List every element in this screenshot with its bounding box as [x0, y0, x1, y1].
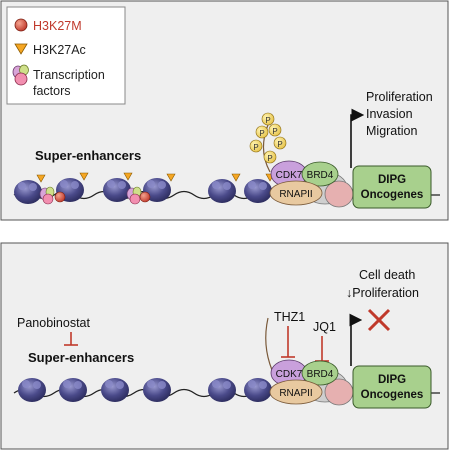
top-oncogene-box: [352, 165, 432, 209]
h3k27ac-mark: [231, 173, 241, 182]
phospho-circle: [268, 123, 282, 137]
legend-tf-label-line1: Transcription: [33, 68, 105, 82]
phospho-circle: [263, 150, 277, 164]
bottom-oncogene-box: [352, 365, 432, 409]
bottom-rnapii-label: RNAPII: [279, 388, 312, 399]
top-outcome-migration: Migration: [366, 124, 417, 138]
phospho-label: P: [265, 116, 270, 125]
transcription-factor-cluster: [39, 186, 55, 205]
top-nucleosome: [244, 179, 272, 203]
bottom-panobinostat-label: Panobinostat: [17, 316, 91, 330]
bottom-oncogene-label-line2: Oncogenes: [361, 389, 424, 401]
phospho-label: P: [267, 154, 272, 163]
top-brd4-label: BRD4: [307, 170, 334, 181]
top-oncogene-label-line1: DIPG: [378, 174, 406, 186]
bottom-super-enhancers-label: Super-enhancers: [28, 350, 134, 365]
phospho-circle: [273, 136, 287, 150]
brd4-shape: [301, 161, 339, 187]
bottom-outcome-line1: Cell death: [359, 268, 415, 282]
blocked-x-icon: [367, 308, 391, 332]
brd4-shape: [301, 360, 339, 386]
top-outcome-invasion: Invasion: [366, 107, 413, 121]
bottom-thz1-label: THZ1: [274, 310, 305, 324]
phospho-circle: [255, 125, 269, 139]
top-nucleosome: [103, 178, 131, 202]
top-outcome-proliferation: Proliferation: [366, 90, 433, 104]
bottom-nucleosome: [208, 378, 236, 402]
bottom-cdk7-label: CDK7: [276, 369, 303, 380]
h3k27m-mark: [139, 191, 151, 203]
top-activation-arrow: [350, 108, 365, 168]
bottom-jq1-label: JQ1: [313, 320, 336, 334]
bottom-blocked-arrow: [349, 313, 363, 366]
bottom-brd4-label: BRD4: [307, 369, 334, 380]
h3k27ac-triangle-icon: [14, 43, 28, 55]
bottom-nucleosome: [59, 378, 87, 402]
legend: H3K27M H3K27Ac Transcription factors: [6, 6, 126, 105]
mediator-shape: [324, 180, 354, 208]
bottom-nucleosome: [143, 378, 171, 402]
transcription-factor-cluster: [126, 186, 142, 205]
legend-h3k27m-label: H3K27M: [33, 19, 82, 33]
bottom-outcome-line2: ↓Proliferation: [346, 286, 419, 300]
bottom-nucleosome: [244, 378, 272, 402]
phospho-circle: [249, 139, 263, 153]
bottom-transcription-complex: CDK7 BRD4 RNAPII: [269, 359, 354, 406]
bottom-panel: [0, 242, 449, 450]
phospho-label: P: [272, 127, 277, 136]
top-oncogene-label-line2: Oncogenes: [361, 189, 424, 201]
h3k27ac-mark: [123, 172, 133, 181]
legend-tf-label-line2: factors: [33, 84, 71, 98]
rnapii-shape: [269, 180, 323, 206]
phospho-label: P: [259, 129, 264, 138]
top-super-enhancers-label: Super-enhancers: [35, 148, 141, 163]
rnapii-shape: [269, 379, 323, 405]
h3k27ac-mark: [166, 173, 176, 182]
legend-h3k27ac-label: H3K27Ac: [33, 43, 86, 57]
phospho-label: P: [277, 140, 282, 149]
top-nucleosome: [14, 180, 42, 204]
bottom-nucleosome: [18, 378, 46, 402]
top-nucleosome: [208, 179, 236, 203]
phospho-chain: P P P P P P: [249, 112, 287, 173]
top-cdk7-label: CDK7: [276, 170, 303, 181]
h3k27ac-mark: [79, 172, 89, 181]
top-transcription-complex: CDK7 BRD4 RNAPII: [269, 160, 354, 208]
bottom-nucleosome: [101, 378, 129, 402]
bottom-oncogene-label-line1: DIPG: [378, 374, 406, 386]
transcription-factors-icon: [12, 64, 29, 86]
h3k27m-circle-icon: [14, 18, 28, 32]
phospho-circle: [261, 112, 275, 126]
top-rnapii-label: RNAPII: [279, 189, 312, 200]
phospho-label: P: [253, 143, 258, 152]
bottom-ctd-tail: [265, 317, 273, 371]
h3k27ac-mark: [36, 174, 46, 183]
h3k27m-mark: [54, 191, 66, 203]
